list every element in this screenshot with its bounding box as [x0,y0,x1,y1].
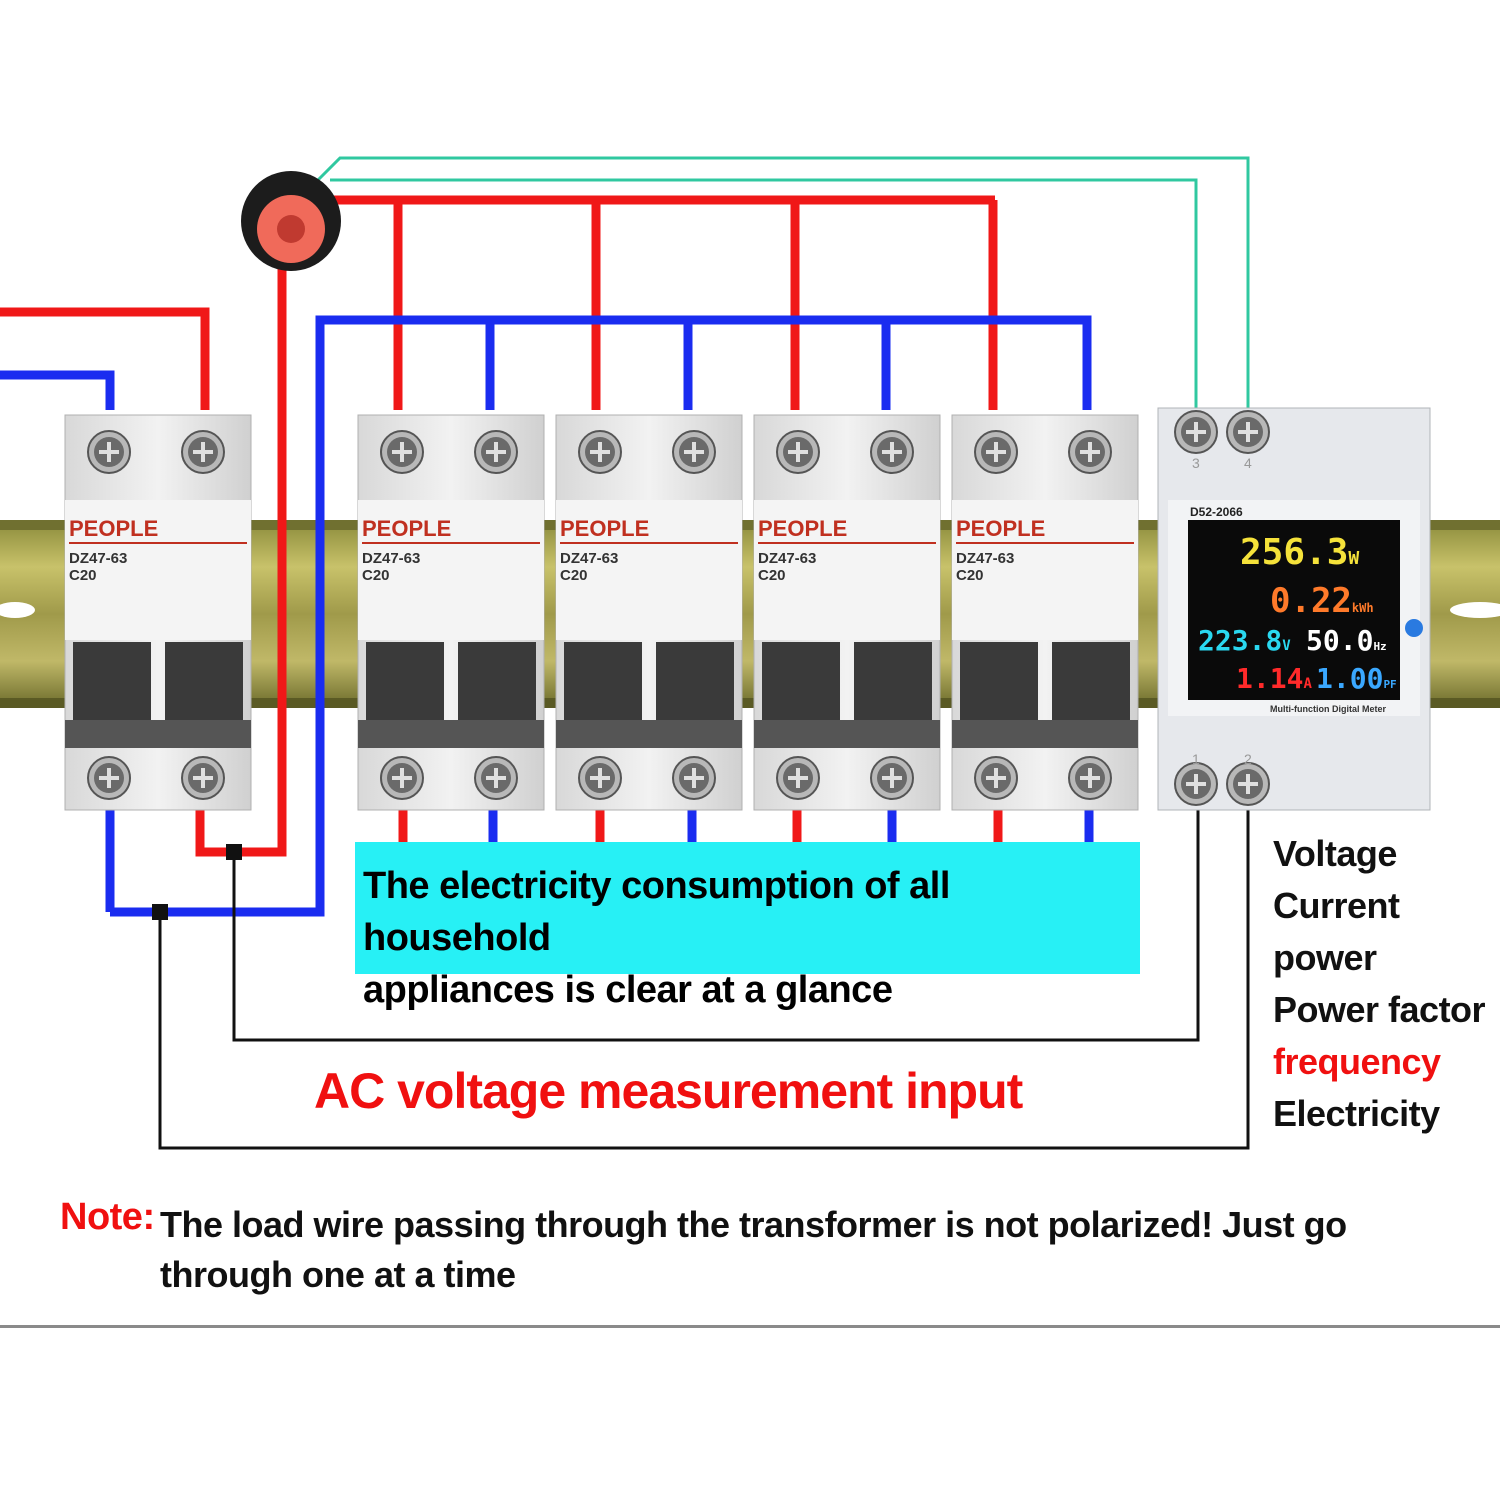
feature-list: Voltage Current power Power factor frequ… [1273,828,1486,1140]
meter-set-button[interactable] [1405,619,1423,637]
breaker-model: DZ47-63 [758,550,816,567]
breaker-branch-3[interactable]: PEOPLE DZ47-63 C20 [753,414,941,811]
feature-current: Current [1273,885,1400,926]
ct-signal-wire-1 [316,156,1250,410]
meter-power: 256.3W [1240,532,1359,573]
breaker-brand: PEOPLE [956,516,1045,541]
meter-caption: Multi-function Digital Meter [1270,704,1386,714]
feature-frequency: frequency [1273,1041,1441,1082]
meter-frequency: 50.0Hz [1306,624,1387,657]
breaker-rating: C20 [758,567,786,584]
ct-signal-wire-2 [330,178,1198,410]
note-text: The load wire passing through the transf… [160,1204,1347,1295]
breaker-rating: C20 [560,567,588,584]
digital-meter[interactable]: 3 4 D52-2066 256.3W 0.22kWh 223.8V 50.0H… [1157,407,1431,811]
breaker-brand: PEOPLE [560,516,649,541]
breaker-branch-1[interactable]: PEOPLE DZ47-63 C20 [357,414,545,811]
breaker-model: DZ47-63 [69,550,127,567]
meter-model: D52-2066 [1190,505,1243,519]
breaker-model: DZ47-63 [560,550,618,567]
feature-voltage: Voltage [1273,833,1397,874]
feature-power-factor: Power factor [1273,989,1486,1030]
supply-live-wire [0,307,210,410]
breaker-branch-2[interactable]: PEOPLE DZ47-63 C20 [555,414,743,811]
meter-current: 1.14A [1236,662,1312,695]
neutral-bus-wire [110,315,1092,917]
ac-voltage-label: AC voltage measurement input [314,1063,1023,1119]
current-transformer [241,171,341,271]
meter-terminal-2: 2 [1244,751,1252,767]
breaker-model: DZ47-63 [362,550,420,567]
breaker-brand: PEOPLE [758,516,847,541]
meter-terminal-3: 3 [1192,455,1200,471]
meter-terminal-4: 4 [1244,455,1252,471]
breaker-rating: C20 [69,567,97,584]
feature-electricity: Electricity [1273,1093,1440,1134]
breaker-branch-4[interactable]: PEOPLE DZ47-63 C20 [951,414,1139,811]
meter-energy: 0.22kWh [1270,581,1374,621]
breaker-rating: C20 [956,567,984,584]
breaker-brand: PEOPLE [69,516,158,541]
feature-power: power [1273,937,1377,978]
breaker-rating: C20 [362,567,390,584]
live-bus-wire [295,195,995,232]
divider-line [0,1325,1500,1328]
callout-box: The electricity consumption of all house… [355,842,1140,1011]
callout-line-1: The electricity consumption of all house… [363,865,950,959]
voltage-sense-wire-2 [158,810,1250,1150]
meter-screen [1188,520,1400,700]
supply-neutral-wire [0,370,115,410]
meter-voltage: 223.8V [1198,624,1291,657]
breaker-main[interactable]: PEOPLE DZ47-63 C20 [64,414,252,811]
meter-terminal-1: 1 [1192,751,1200,767]
note-label: Note: [60,1196,155,1238]
breaker-model: DZ47-63 [956,550,1014,567]
callout-line-2: appliances is clear at a glance [363,969,893,1011]
breaker-brand: PEOPLE [362,516,451,541]
meter-power-factor: 1.00PF [1316,662,1397,695]
callout-text: The electricity consumption of all house… [363,860,1140,1016]
voltage-sense-wire-1 [232,810,1200,1042]
